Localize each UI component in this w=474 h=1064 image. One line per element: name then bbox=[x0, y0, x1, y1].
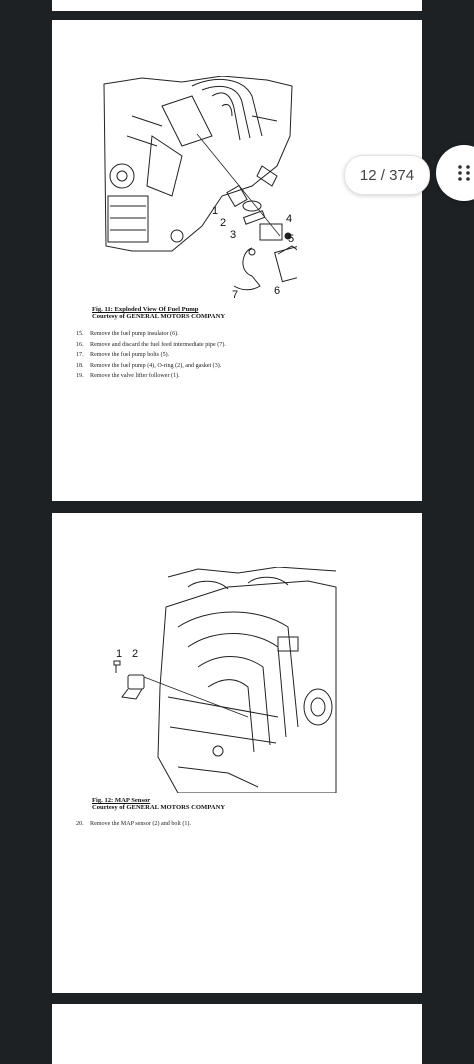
step-item: 19.Remove the valve lifter follower (1). bbox=[76, 373, 180, 380]
figure-credit: Courtesy of GENERAL MOTORS COMPANY bbox=[92, 313, 226, 321]
callout-1: 1 bbox=[212, 205, 218, 217]
procedure-steps: 15.Remove the fuel pump insulator (6). 1… bbox=[76, 329, 226, 382]
callout-2: 2 bbox=[132, 648, 138, 660]
figure-title: Fig. 11: Exploded View Of Fuel Pump bbox=[92, 306, 199, 313]
next-page-edge bbox=[52, 1004, 422, 1064]
callout-2: 2 bbox=[220, 217, 226, 229]
procedure-steps: 20.Remove the MAP sensor (2) and bolt (1… bbox=[76, 819, 191, 830]
step-item: 18.Remove the fuel pump (4), O-ring (2),… bbox=[76, 362, 222, 369]
figure-caption: Fig. 12: MAP Sensor Courtesy of GENERAL … bbox=[92, 797, 225, 812]
step-item: 20.Remove the MAP sensor (2) and bolt (1… bbox=[76, 821, 191, 827]
previous-page-edge bbox=[52, 0, 422, 11]
figure-title: Fig. 12: MAP Sensor bbox=[92, 797, 151, 804]
page-grid-button[interactable] bbox=[436, 145, 474, 201]
document-page-13: 1 2 Fig. 12: MAP Sensor Courtesy of GENE… bbox=[52, 513, 422, 993]
step-item: 17.Remove the fuel pump bolts (5). bbox=[76, 352, 170, 359]
page-counter[interactable]: 12 / 374 bbox=[344, 155, 430, 195]
figure-caption: Fig. 11: Exploded View Of Fuel Pump Cour… bbox=[92, 306, 225, 321]
callout-4: 4 bbox=[286, 213, 292, 225]
callout-1: 1 bbox=[116, 648, 122, 660]
grid-dots-icon bbox=[458, 165, 470, 181]
map-sensor-diagram: 1 2 bbox=[108, 566, 338, 794]
figure-credit: Courtesy of GENERAL MOTORS COMPANY bbox=[92, 804, 226, 812]
step-item: 15.Remove the fuel pump insulator (6). bbox=[76, 331, 179, 337]
callout-5: 5 bbox=[288, 233, 294, 245]
step-item: 16.Remove and discard the fuel feed inte… bbox=[76, 341, 226, 348]
callout-7: 7 bbox=[232, 289, 238, 301]
document-page-12: 1 2 3 4 5 6 7 Fig. 11: Exploded View Of … bbox=[52, 20, 422, 501]
callout-6: 6 bbox=[274, 285, 280, 297]
callout-3: 3 bbox=[230, 229, 236, 241]
fuel-pump-exploded-diagram: 1 2 3 4 5 6 7 bbox=[102, 75, 314, 304]
